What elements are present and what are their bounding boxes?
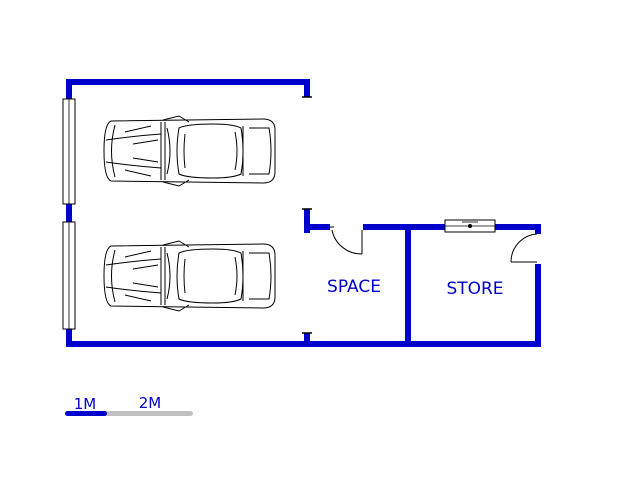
scale-bar: 1M 2M bbox=[65, 394, 193, 416]
garage-left-wall-bottom bbox=[66, 329, 72, 347]
dividing-wall bbox=[405, 224, 411, 347]
garage-left-wall-mid bbox=[66, 204, 72, 222]
opening-jambs bbox=[302, 96, 312, 334]
store-right-wall-upper bbox=[535, 224, 541, 234]
garage-top-wall bbox=[66, 79, 310, 85]
room-label-space: SPACE bbox=[327, 277, 381, 297]
window-icon bbox=[62, 221, 76, 330]
scale-label-2m: 2M bbox=[139, 394, 162, 412]
window-icon bbox=[62, 98, 76, 205]
car-icon bbox=[103, 115, 276, 187]
room-label-store: STORE bbox=[446, 279, 503, 299]
walls bbox=[66, 79, 541, 347]
space-top-wall-left bbox=[304, 224, 330, 230]
scale-label-1m: 1M bbox=[74, 395, 97, 413]
bottom-wall bbox=[66, 341, 541, 347]
scale-bar-segment-1 bbox=[65, 411, 107, 416]
garage-right-wall-lower bbox=[304, 333, 310, 347]
garage-right-wall-upper bbox=[304, 79, 310, 97]
car-icon bbox=[103, 240, 276, 312]
window-icon bbox=[444, 219, 496, 233]
store-right-wall-lower bbox=[535, 264, 541, 347]
door-swing-icon bbox=[330, 226, 363, 255]
garage-left-wall-top bbox=[66, 79, 72, 99]
door-swing-icon bbox=[510, 233, 538, 263]
space-top-wall-right bbox=[363, 224, 445, 230]
garage-right-wall-mid bbox=[304, 209, 310, 233]
store-top-wall-right bbox=[495, 224, 541, 230]
